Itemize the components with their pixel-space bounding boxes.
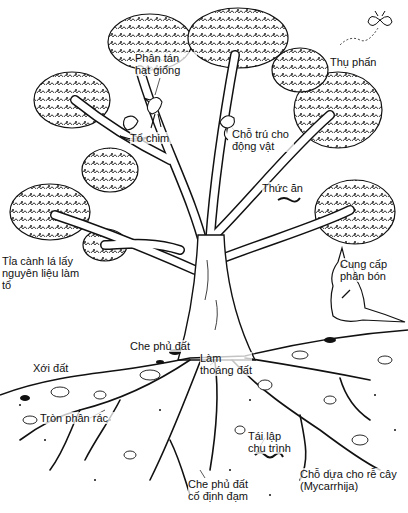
ground-line [0, 330, 408, 395]
annotation-label: Làm thoáng đất [200, 352, 252, 376]
annotation-label: Thức ăn [262, 182, 317, 194]
annotation-label: Chỗ dựa cho rễ cây (Mycarrhija) [300, 468, 406, 492]
soil-stones [23, 351, 392, 459]
annotation-label: Che phủ đất cố định đạm [188, 478, 260, 502]
annotation-label: Tổ chim [130, 132, 180, 144]
annotation-label: Tỉa cành lá lấy nguyên liệu làm tổ [2, 255, 82, 291]
butterfly [368, 11, 392, 26]
annotation-label: Phân tán hạt giống [135, 52, 197, 76]
kangaroo [331, 248, 405, 322]
annotation-label: Cung cấp phân bón [340, 258, 406, 282]
insects [20, 349, 181, 401]
annotation-label: Chỗ trú cho động vật [232, 128, 294, 152]
annotation-label: Tròn phân rác [40, 412, 120, 424]
dung [324, 337, 336, 343]
annotation-label: Tái lập chu trình [248, 430, 300, 454]
annotation-label: Thụ phấn [330, 56, 400, 68]
annotation-label: Che phủ đất [130, 340, 200, 352]
caterpillar [278, 198, 300, 202]
annotation-label: Xới đất [33, 362, 83, 374]
flight-path [340, 28, 378, 45]
